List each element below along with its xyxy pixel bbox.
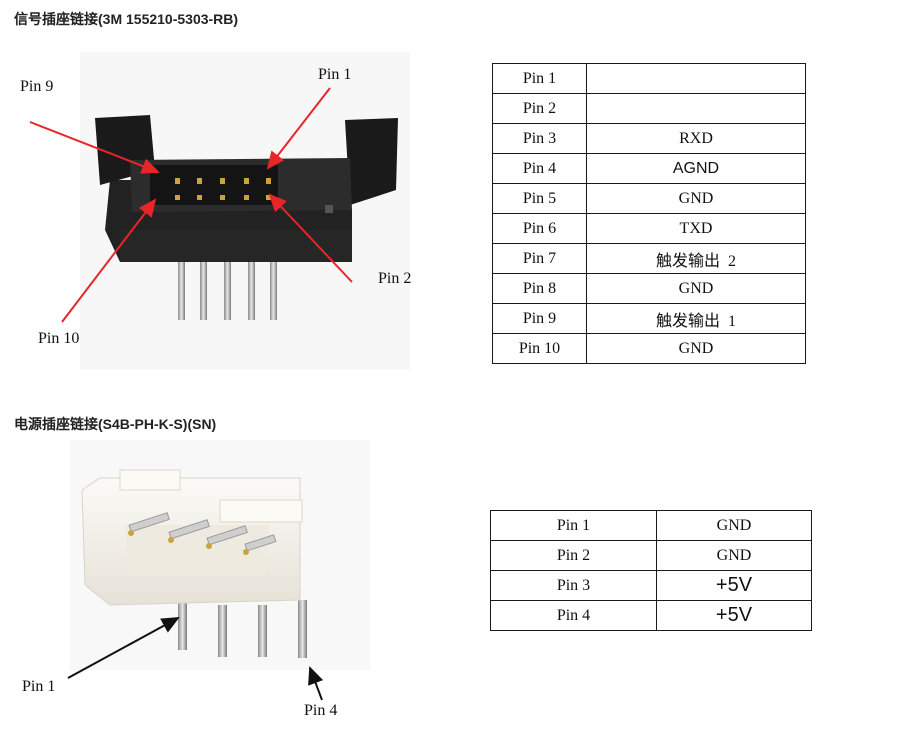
- signal-cell: 触发输出 1: [586, 303, 806, 334]
- table-row: Pin 2: [492, 93, 806, 124]
- pin-cell: Pin 3: [492, 123, 587, 154]
- pin10-arrow: [61, 198, 157, 323]
- signal-cell: AGND: [586, 153, 806, 184]
- label-ph-pin4: Pin 4: [304, 702, 338, 719]
- signal-cell: 触发输出 2: [586, 243, 806, 274]
- label-ph-pin1: Pin 1: [22, 678, 56, 695]
- pin-cell: Pin 6: [492, 213, 587, 244]
- pin-cell: Pin 3: [490, 570, 657, 601]
- signal-cell: TXD: [586, 213, 806, 244]
- pin-cell: Pin 2: [492, 93, 587, 124]
- pin-cell: Pin 2: [490, 540, 657, 571]
- pin-cell: Pin 1: [492, 63, 587, 94]
- pin2-arrow: [268, 193, 353, 283]
- label-pin9: Pin 9: [20, 78, 54, 95]
- signal-connector-title: 信号插座链接(3M 155210-5303-RB): [14, 11, 239, 27]
- table-row: Pin 1: [492, 63, 806, 94]
- pin1-arrow: [266, 87, 331, 170]
- ph-pin1-arrow: [67, 617, 180, 679]
- pin-cell: Pin 7: [492, 243, 587, 274]
- signal-cell: GND: [656, 540, 812, 571]
- pin-cell: Pin 9: [492, 303, 587, 334]
- pin-cell: Pin 10: [492, 333, 587, 364]
- pin-cell: Pin 5: [492, 183, 587, 214]
- signal-cell: GND: [586, 273, 806, 304]
- power-connector-title: 电源插座链接(S4B-PH-K-S)(SN): [14, 416, 217, 432]
- table-row: Pin 3+5V: [490, 570, 812, 601]
- signal-cell: RXD: [586, 123, 806, 154]
- signal-cell: [586, 93, 806, 124]
- pin-cell: Pin 8: [492, 273, 587, 304]
- label-pin1: Pin 1: [318, 66, 352, 83]
- ph-pin4-arrow: [308, 666, 324, 701]
- signal-cell: [586, 63, 806, 94]
- signal-cell: GND: [586, 333, 806, 364]
- table-row: Pin 4+5V: [490, 600, 812, 631]
- pin9-arrow: [29, 121, 160, 174]
- pin-cell: Pin 1: [490, 510, 657, 541]
- signal-cell: GND: [656, 510, 812, 541]
- ph-connector-image: [70, 440, 370, 670]
- label-pin2: Pin 2: [378, 270, 412, 287]
- pin-cell: Pin 4: [490, 600, 657, 631]
- label-pin10: Pin 10: [38, 330, 80, 347]
- idc-header-image: [80, 52, 410, 370]
- connector-figures: [29, 52, 410, 701]
- pin-cell: Pin 4: [492, 153, 587, 184]
- signal-cell: +5V: [656, 570, 812, 601]
- signal-cell: GND: [586, 183, 806, 214]
- signal-cell: +5V: [656, 600, 812, 631]
